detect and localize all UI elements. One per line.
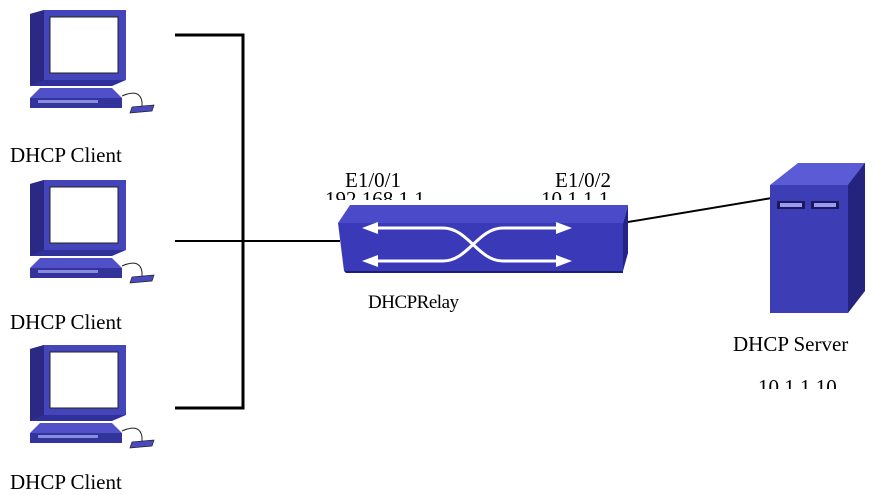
port1-ip-clip: 192.168.1.1 [322, 187, 462, 200]
client-label: DHCP Client [10, 470, 122, 494]
computer-icon [30, 180, 155, 284]
computer-icon [30, 345, 155, 449]
server-ip: 10.1.1.10 [758, 375, 837, 389]
port1-label: E1/0/1 [345, 168, 401, 192]
server-label: DHCP Server [733, 332, 849, 356]
relay-server-link [627, 197, 773, 223]
client-label: DHCP Client [10, 310, 122, 334]
port1-ip: 192.168.1.1 [325, 187, 425, 200]
port2-label: E1/0/2 [555, 168, 611, 192]
port2-ip: 10.1.1.1 [541, 187, 610, 200]
client-trunk-line [175, 33, 245, 410]
computer-icon [30, 10, 155, 114]
switch-icon [338, 205, 628, 273]
server-ip-clip: 10.1.1.10 [750, 375, 870, 389]
client-label: DHCP Client [10, 143, 122, 167]
relay-label: DHCPRelay [368, 292, 459, 313]
server-icon [770, 163, 865, 313]
port2-ip-clip: 10.1.1.1 [535, 187, 645, 200]
